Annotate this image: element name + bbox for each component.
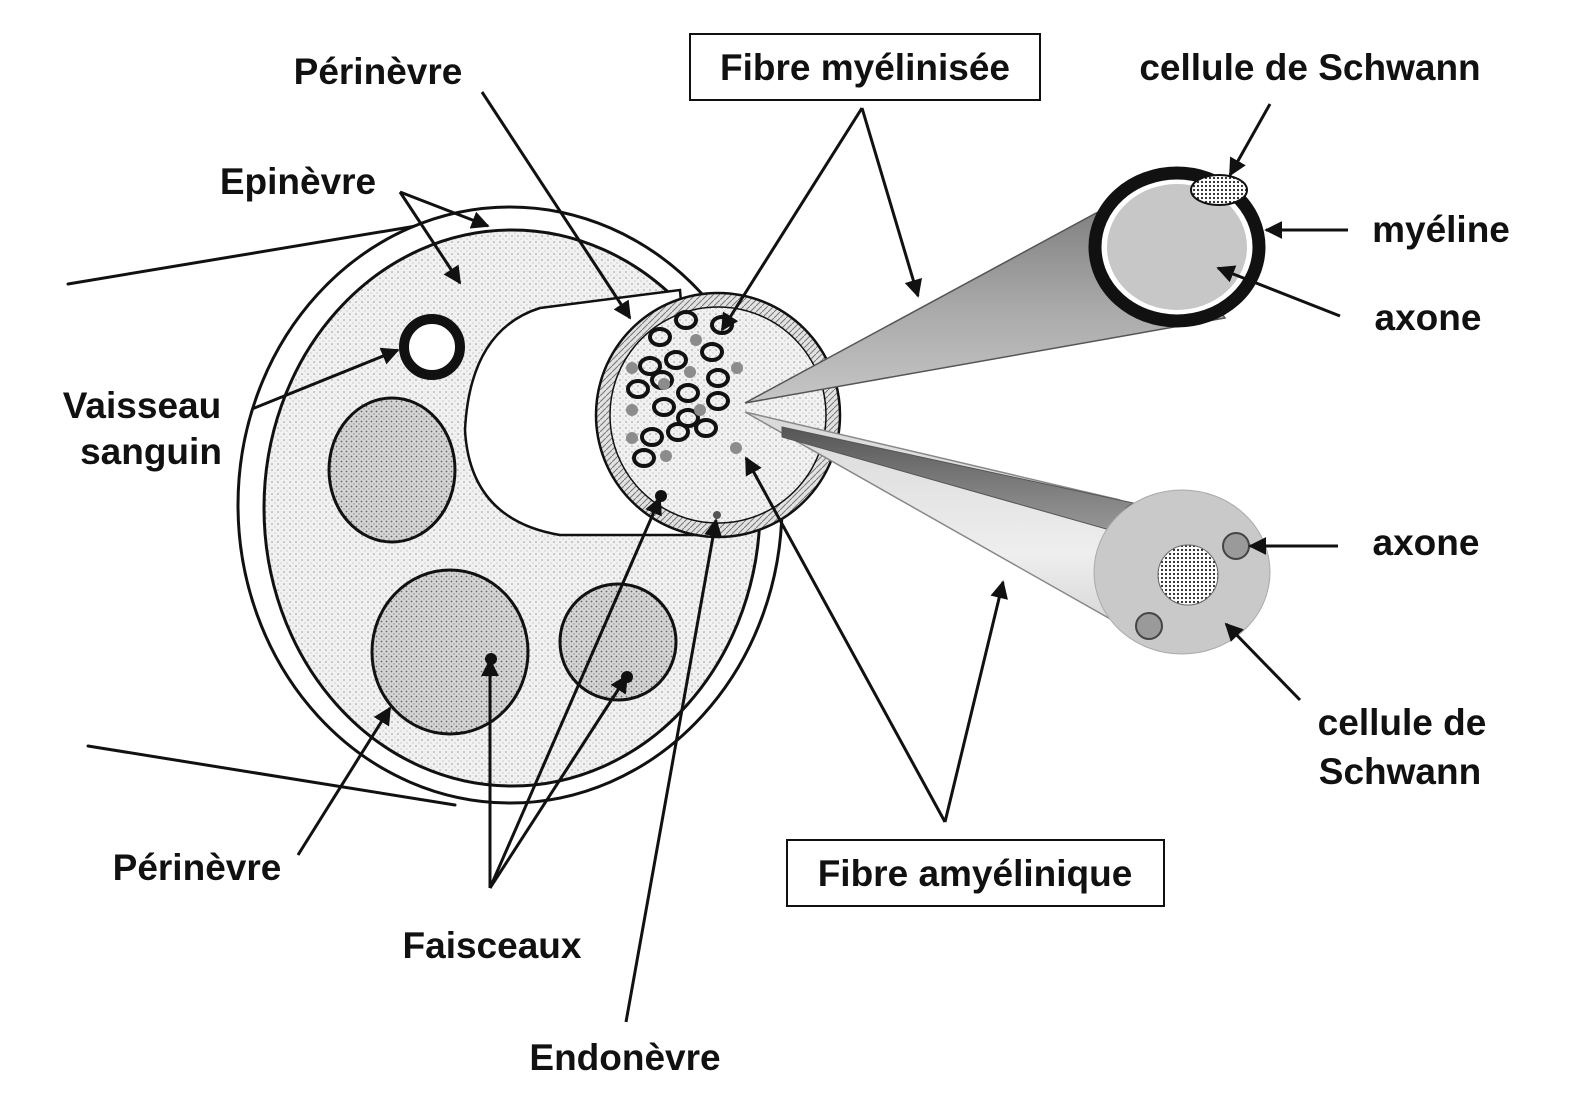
label-schwann-bottom-line1: cellule de <box>1318 702 1487 743</box>
label-epinevre: Epinèvre <box>220 161 376 202</box>
label-fibre-amyelinique: Fibre amyélinique <box>818 853 1133 894</box>
label-vaisseau-line2: sanguin <box>80 431 222 472</box>
label-axone-top: axone <box>1375 297 1482 338</box>
schwann-cell-top <box>1190 174 1248 206</box>
label-perineve-top: Périnèvre <box>294 51 463 92</box>
label-vaisseau-line1: Vaisseau <box>63 385 221 426</box>
fibre-amyelinique-box <box>786 839 1165 907</box>
label-axone-bottom: axone <box>1373 522 1480 563</box>
label-myeline: myéline <box>1372 209 1510 250</box>
label-faisceaux: Faisceaux <box>403 925 582 966</box>
unmyelinated-fibers <box>626 334 743 462</box>
fascicle-bottom-large <box>370 568 530 736</box>
fascicle-bottom-small <box>558 582 678 702</box>
label-schwann-top: cellule de Schwann <box>1139 47 1480 88</box>
myelinated-fiber-cone <box>744 166 1266 404</box>
blood-vessel-icon <box>399 314 465 380</box>
label-fibre-myelinisee: Fibre myélinisée <box>720 47 1010 88</box>
nerve-trunk-outline <box>66 220 457 807</box>
axon-dot-1 <box>1222 532 1250 560</box>
unmyelinated-fiber-cone <box>744 411 1271 655</box>
label-schwann-bottom-line2: Schwann <box>1319 751 1481 792</box>
label-endonevre: Endonèvre <box>529 1037 720 1078</box>
axon-dot-2 <box>1135 612 1163 640</box>
leader-lines <box>251 91 1348 1023</box>
nerve-cross-section <box>236 205 842 805</box>
fibre-myelinisee-box <box>689 33 1041 101</box>
label-perineve-bottom: Périnèvre <box>113 847 282 888</box>
fascicle-left <box>327 396 457 544</box>
